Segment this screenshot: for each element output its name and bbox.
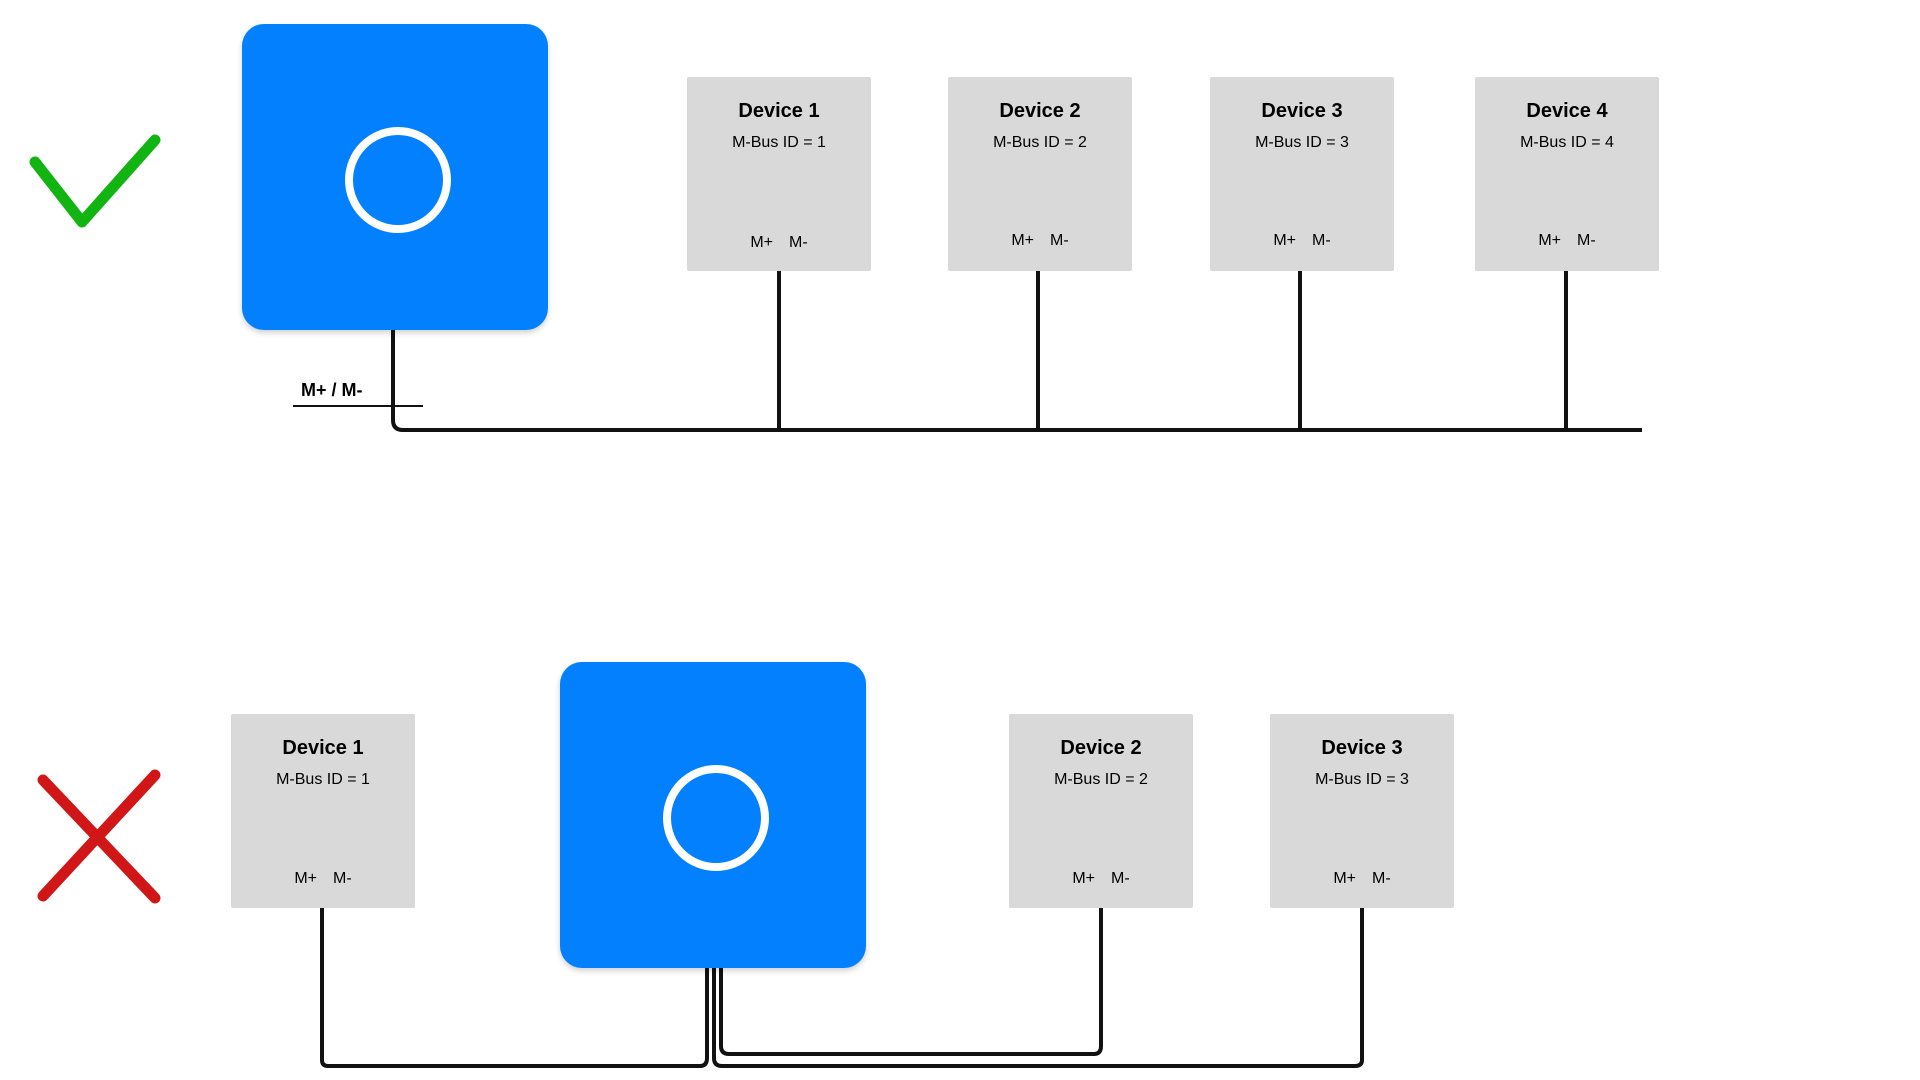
device-mbus-id: M-Bus ID = 2 [993, 134, 1087, 151]
terminal-minus: M- [333, 870, 352, 887]
terminal-minus: M- [789, 234, 808, 251]
device-card-4: Device 4 M-Bus ID = 4 M+ M- [1475, 77, 1659, 271]
gateway-incorrect [560, 662, 866, 968]
device-name: Device 3 [1321, 737, 1403, 759]
device-card-1-incorrect: Device 1 M-Bus ID = 1 M+ M- [231, 714, 415, 908]
device-terminals: M+ M- [1210, 232, 1394, 250]
device-terminals: M+ M- [1270, 870, 1454, 888]
device-terminals: M+ M- [1475, 232, 1659, 250]
device-terminals: M+ M- [1009, 870, 1193, 888]
device-card-2: Device 2 M-Bus ID = 2 M+ M- [948, 77, 1132, 271]
gateway-ring-icon [345, 127, 451, 233]
device-terminals: M+ M- [948, 232, 1132, 250]
gateway-correct [242, 24, 548, 330]
checkmark-icon [29, 134, 161, 228]
device-card-3-incorrect: Device 3 M-Bus ID = 3 M+ M- [1270, 714, 1454, 908]
device-card-1: Device 1 M-Bus ID = 1 M+ M- [687, 77, 871, 271]
cross-icon [37, 769, 161, 904]
device-name: Device 1 [738, 100, 820, 122]
star-line-device-3 [712, 908, 1364, 1068]
terminal-plus: M+ [1072, 870, 1095, 887]
terminal-minus: M- [1111, 870, 1130, 887]
device-name: Device 3 [1261, 100, 1343, 122]
device-terminals: M+ M- [231, 870, 415, 888]
terminal-minus: M- [1312, 232, 1331, 249]
device-name: Device 2 [999, 100, 1081, 122]
star-line-device-2 [719, 908, 1103, 1056]
device-name: Device 1 [282, 737, 364, 759]
bus-label: M+ / M- [301, 380, 363, 400]
device-mbus-id: M-Bus ID = 1 [732, 134, 826, 151]
device-card-3: Device 3 M-Bus ID = 3 M+ M- [1210, 77, 1394, 271]
device-mbus-id: M-Bus ID = 2 [1054, 771, 1148, 788]
terminal-plus: M+ [294, 870, 317, 887]
terminal-plus: M+ [1273, 232, 1296, 249]
device-mbus-id: M-Bus ID = 3 [1255, 134, 1349, 151]
device-mbus-id: M-Bus ID = 3 [1315, 771, 1409, 788]
terminal-minus: M- [1577, 232, 1596, 249]
terminal-minus: M- [1372, 870, 1391, 887]
bus-line-correct [391, 330, 1642, 432]
terminal-minus: M- [1050, 232, 1069, 249]
device-mbus-id: M-Bus ID = 4 [1520, 134, 1614, 151]
terminal-plus: M+ [750, 234, 773, 251]
device-name: Device 2 [1060, 737, 1142, 759]
device-name: Device 4 [1526, 100, 1608, 122]
device-terminals: M+ M- [687, 234, 871, 252]
device-card-2-incorrect: Device 2 M-Bus ID = 2 M+ M- [1009, 714, 1193, 908]
device-mbus-id: M-Bus ID = 1 [276, 771, 370, 788]
terminal-plus: M+ [1538, 232, 1561, 249]
terminal-plus: M+ [1011, 232, 1034, 249]
gateway-ring-icon [663, 765, 769, 871]
star-line-device-1 [320, 908, 709, 1068]
terminal-plus: M+ [1333, 870, 1356, 887]
